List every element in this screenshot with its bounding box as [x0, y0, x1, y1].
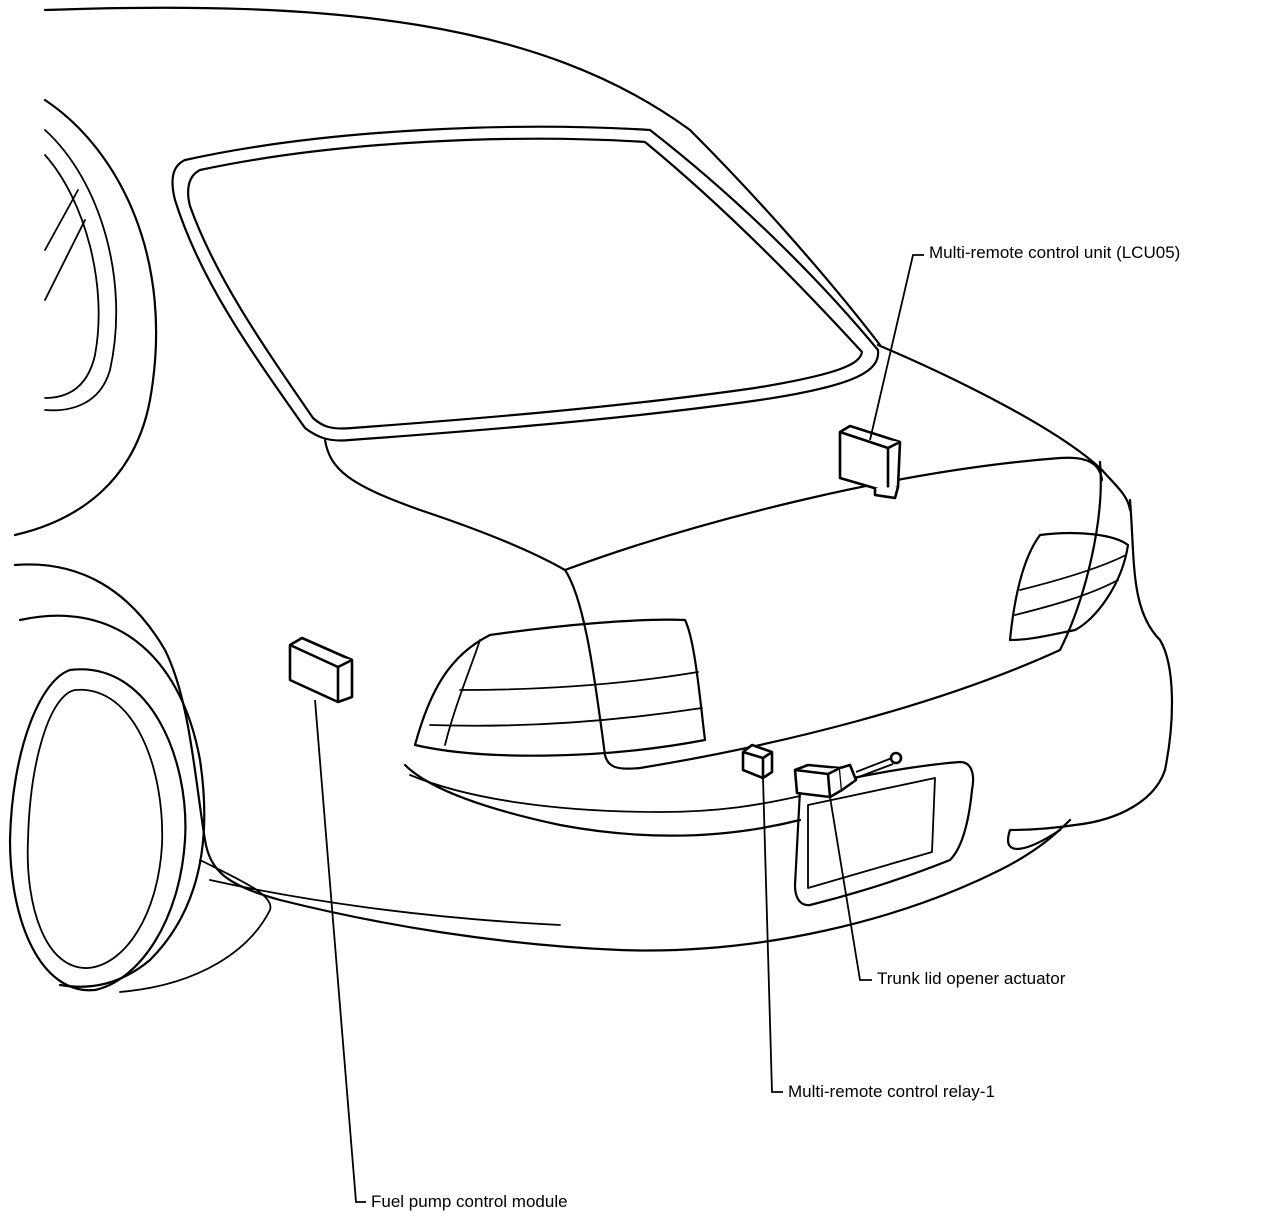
trunk-lid-right-edge [876, 343, 1132, 512]
label-trunk-actuator: Trunk lid opener actuator [877, 969, 1066, 988]
quarter-window-inner [44, 154, 100, 399]
label-control-unit: Multi-remote control unit (LCU05) [929, 243, 1180, 262]
body-side-line [13, 563, 1072, 952]
taillight-right-line-2 [1014, 579, 1119, 616]
taillight-right-line-1 [1019, 554, 1127, 591]
license-plate [807, 777, 936, 889]
label-relay: Multi-remote control relay-1 [788, 1082, 995, 1101]
taillight-left [413, 618, 707, 757]
taillight-left-line-1 [459, 671, 699, 691]
roof-outline [43, 6, 882, 347]
leader-control-unit [869, 254, 924, 441]
rear-window-glass [187, 137, 864, 430]
leader-relay [762, 777, 783, 1093]
bumper-lower-line [209, 879, 561, 926]
trunk-lid-cut-right [1058, 460, 1102, 652]
fuel-pump-module-box [288, 636, 354, 704]
label-fuel-pump: Fuel pump control module [371, 1192, 568, 1211]
trunk-lid-cut-left [563, 568, 1062, 770]
trunk-actuator-box [793, 751, 903, 799]
rear-window-outer [171, 125, 880, 442]
c-pillar-outer [13, 98, 158, 537]
taillight-left-line-2 [429, 707, 703, 727]
bumper-top [403, 763, 802, 837]
taillight-right [1008, 531, 1130, 642]
quarter-window-divider [44, 189, 86, 301]
bumper-contour [1007, 498, 1174, 850]
wheel-arch [18, 614, 206, 988]
wheel-arch-bottom [119, 859, 272, 993]
leader-fuel-pump [314, 699, 366, 1203]
wheel-tire-outer [8, 668, 187, 992]
bumper-crease [409, 774, 801, 813]
relay-box [741, 743, 774, 780]
license-recess [793, 760, 975, 907]
trunk-lid-rear-edge [563, 456, 1104, 572]
wheel-tire-inner [26, 689, 164, 969]
quarter-window-outer [44, 129, 118, 412]
trunk-lid-left-edge [323, 438, 567, 572]
taillight-left-inner [444, 639, 481, 746]
leader-trunk-actuator [829, 796, 872, 981]
control-unit-box [838, 424, 902, 500]
